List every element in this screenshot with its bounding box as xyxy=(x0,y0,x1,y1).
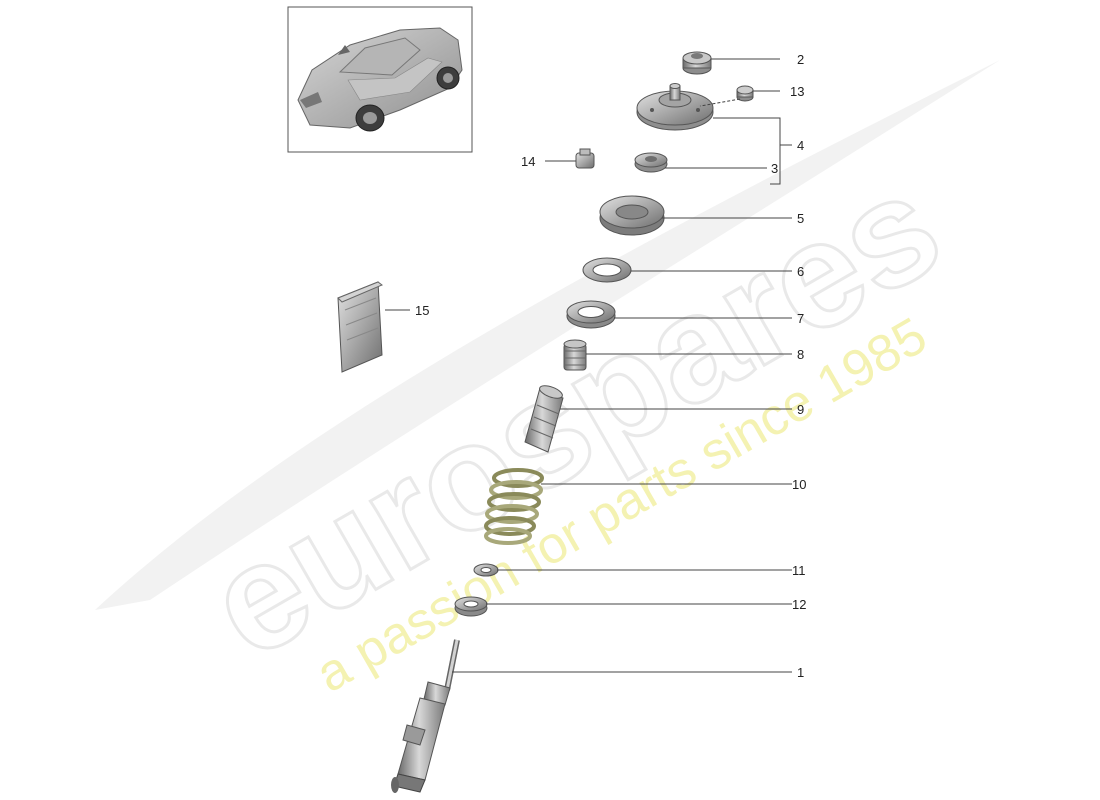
callout-9: 9 xyxy=(797,402,804,417)
part-13-nut xyxy=(736,85,754,102)
callout-13: 13 xyxy=(790,84,804,99)
part-5-spring-seat xyxy=(599,195,665,236)
leader-lines xyxy=(385,58,792,673)
part-8-bump-stop xyxy=(563,339,587,371)
callout-5: 5 xyxy=(797,211,804,226)
part-1-shock-absorber xyxy=(391,639,460,793)
callout-3: 3 xyxy=(771,161,778,176)
part-7-bearing-ring xyxy=(566,300,616,329)
callout-7: 7 xyxy=(797,311,804,326)
watermark: eurospares a passion for parts since 198… xyxy=(95,60,1000,704)
callouts: 2 13 4 14 3 5 6 15 7 8 9 10 11 12 1 xyxy=(415,52,806,680)
callout-10: 10 xyxy=(792,477,806,492)
part-2-top-nut xyxy=(682,51,712,75)
callout-4: 4 xyxy=(797,138,804,153)
car-illustration xyxy=(297,27,463,132)
part-11-small-washer xyxy=(473,563,499,577)
part-6-washer xyxy=(582,257,632,283)
callout-14: 14 xyxy=(521,154,535,169)
callout-11: 11 xyxy=(792,563,806,578)
callout-12: 12 xyxy=(792,597,806,612)
watermark-brand: eurospares xyxy=(182,140,966,690)
car-thumbnail xyxy=(287,6,473,153)
callout-2: 2 xyxy=(797,52,804,67)
part-3-bearing xyxy=(634,152,668,173)
part-14-clip xyxy=(575,148,595,169)
watermark-swoosh xyxy=(95,60,1000,610)
part-4-strut-mount xyxy=(636,83,714,131)
callout-1: 1 xyxy=(797,665,804,680)
part-12-lower-seat xyxy=(454,596,488,617)
callout-6: 6 xyxy=(797,264,804,279)
part-15-control-unit xyxy=(337,281,383,373)
callout-15: 15 xyxy=(415,303,429,318)
callout-8: 8 xyxy=(797,347,804,362)
part-9-dust-boot xyxy=(524,385,564,453)
part-10-coil-spring xyxy=(484,468,544,545)
